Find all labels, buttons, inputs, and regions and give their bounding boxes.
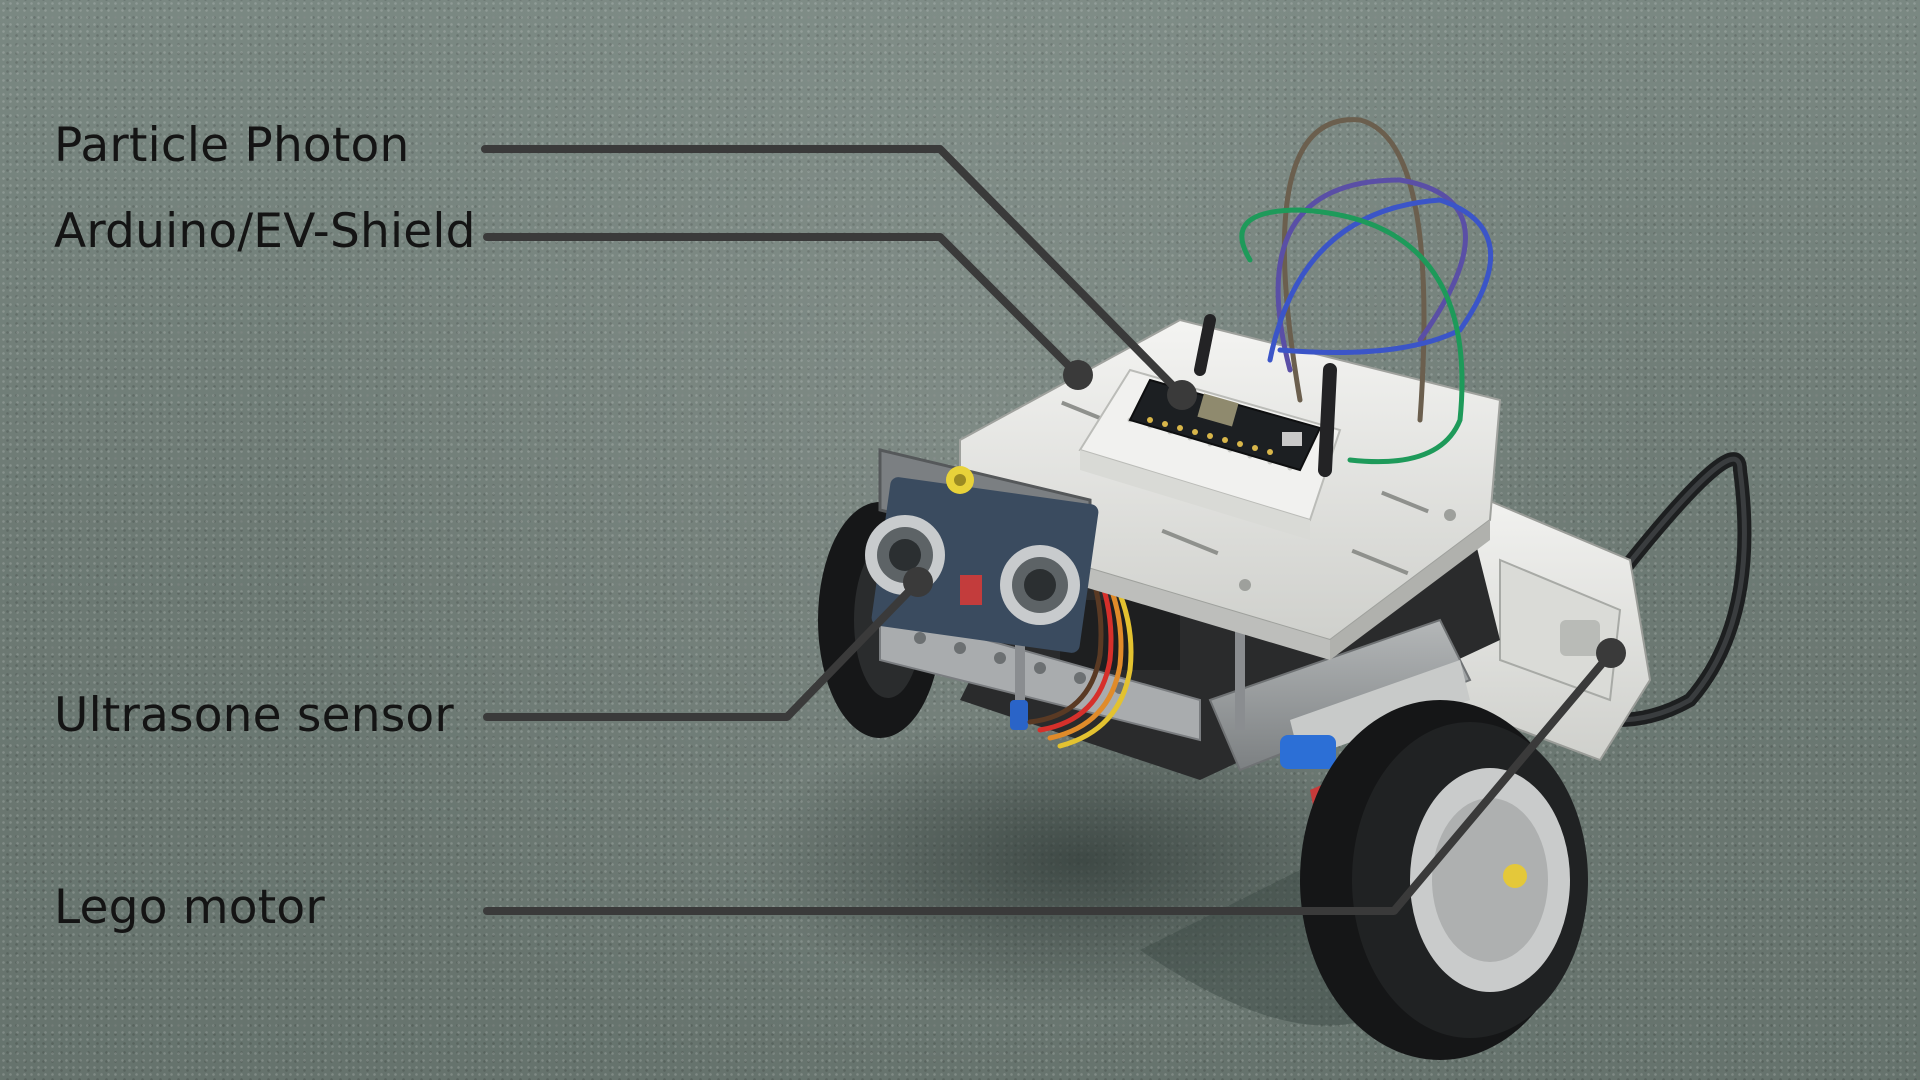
label-particle-photon: Particle Photon xyxy=(54,118,410,173)
leader-line-motor xyxy=(483,649,1615,915)
lego-motor xyxy=(1439,478,1652,762)
leader-dot-motor xyxy=(1596,638,1626,668)
label-lego-motor: Lego motor xyxy=(54,880,325,935)
leader-line-shield xyxy=(483,233,1082,379)
cable-loop xyxy=(1533,452,1752,727)
right-wheel xyxy=(1300,700,1588,1060)
leader-dot-photon xyxy=(1167,380,1197,410)
leader-line-photon xyxy=(481,145,1186,399)
leader-lines xyxy=(481,145,1615,915)
leader-line-ultrasone xyxy=(483,578,922,721)
label-arduino-ev-shield: Arduino/EV-Shield xyxy=(54,204,476,259)
leader-dots xyxy=(903,360,1626,668)
ultrasone-sensor xyxy=(865,448,1099,653)
leader-dot-ultrasone xyxy=(903,567,933,597)
leader-dot-shield xyxy=(1063,360,1093,390)
label-ultrasone-sensor: Ultrasone sensor xyxy=(54,688,454,743)
jumper-wires xyxy=(1194,117,1494,477)
